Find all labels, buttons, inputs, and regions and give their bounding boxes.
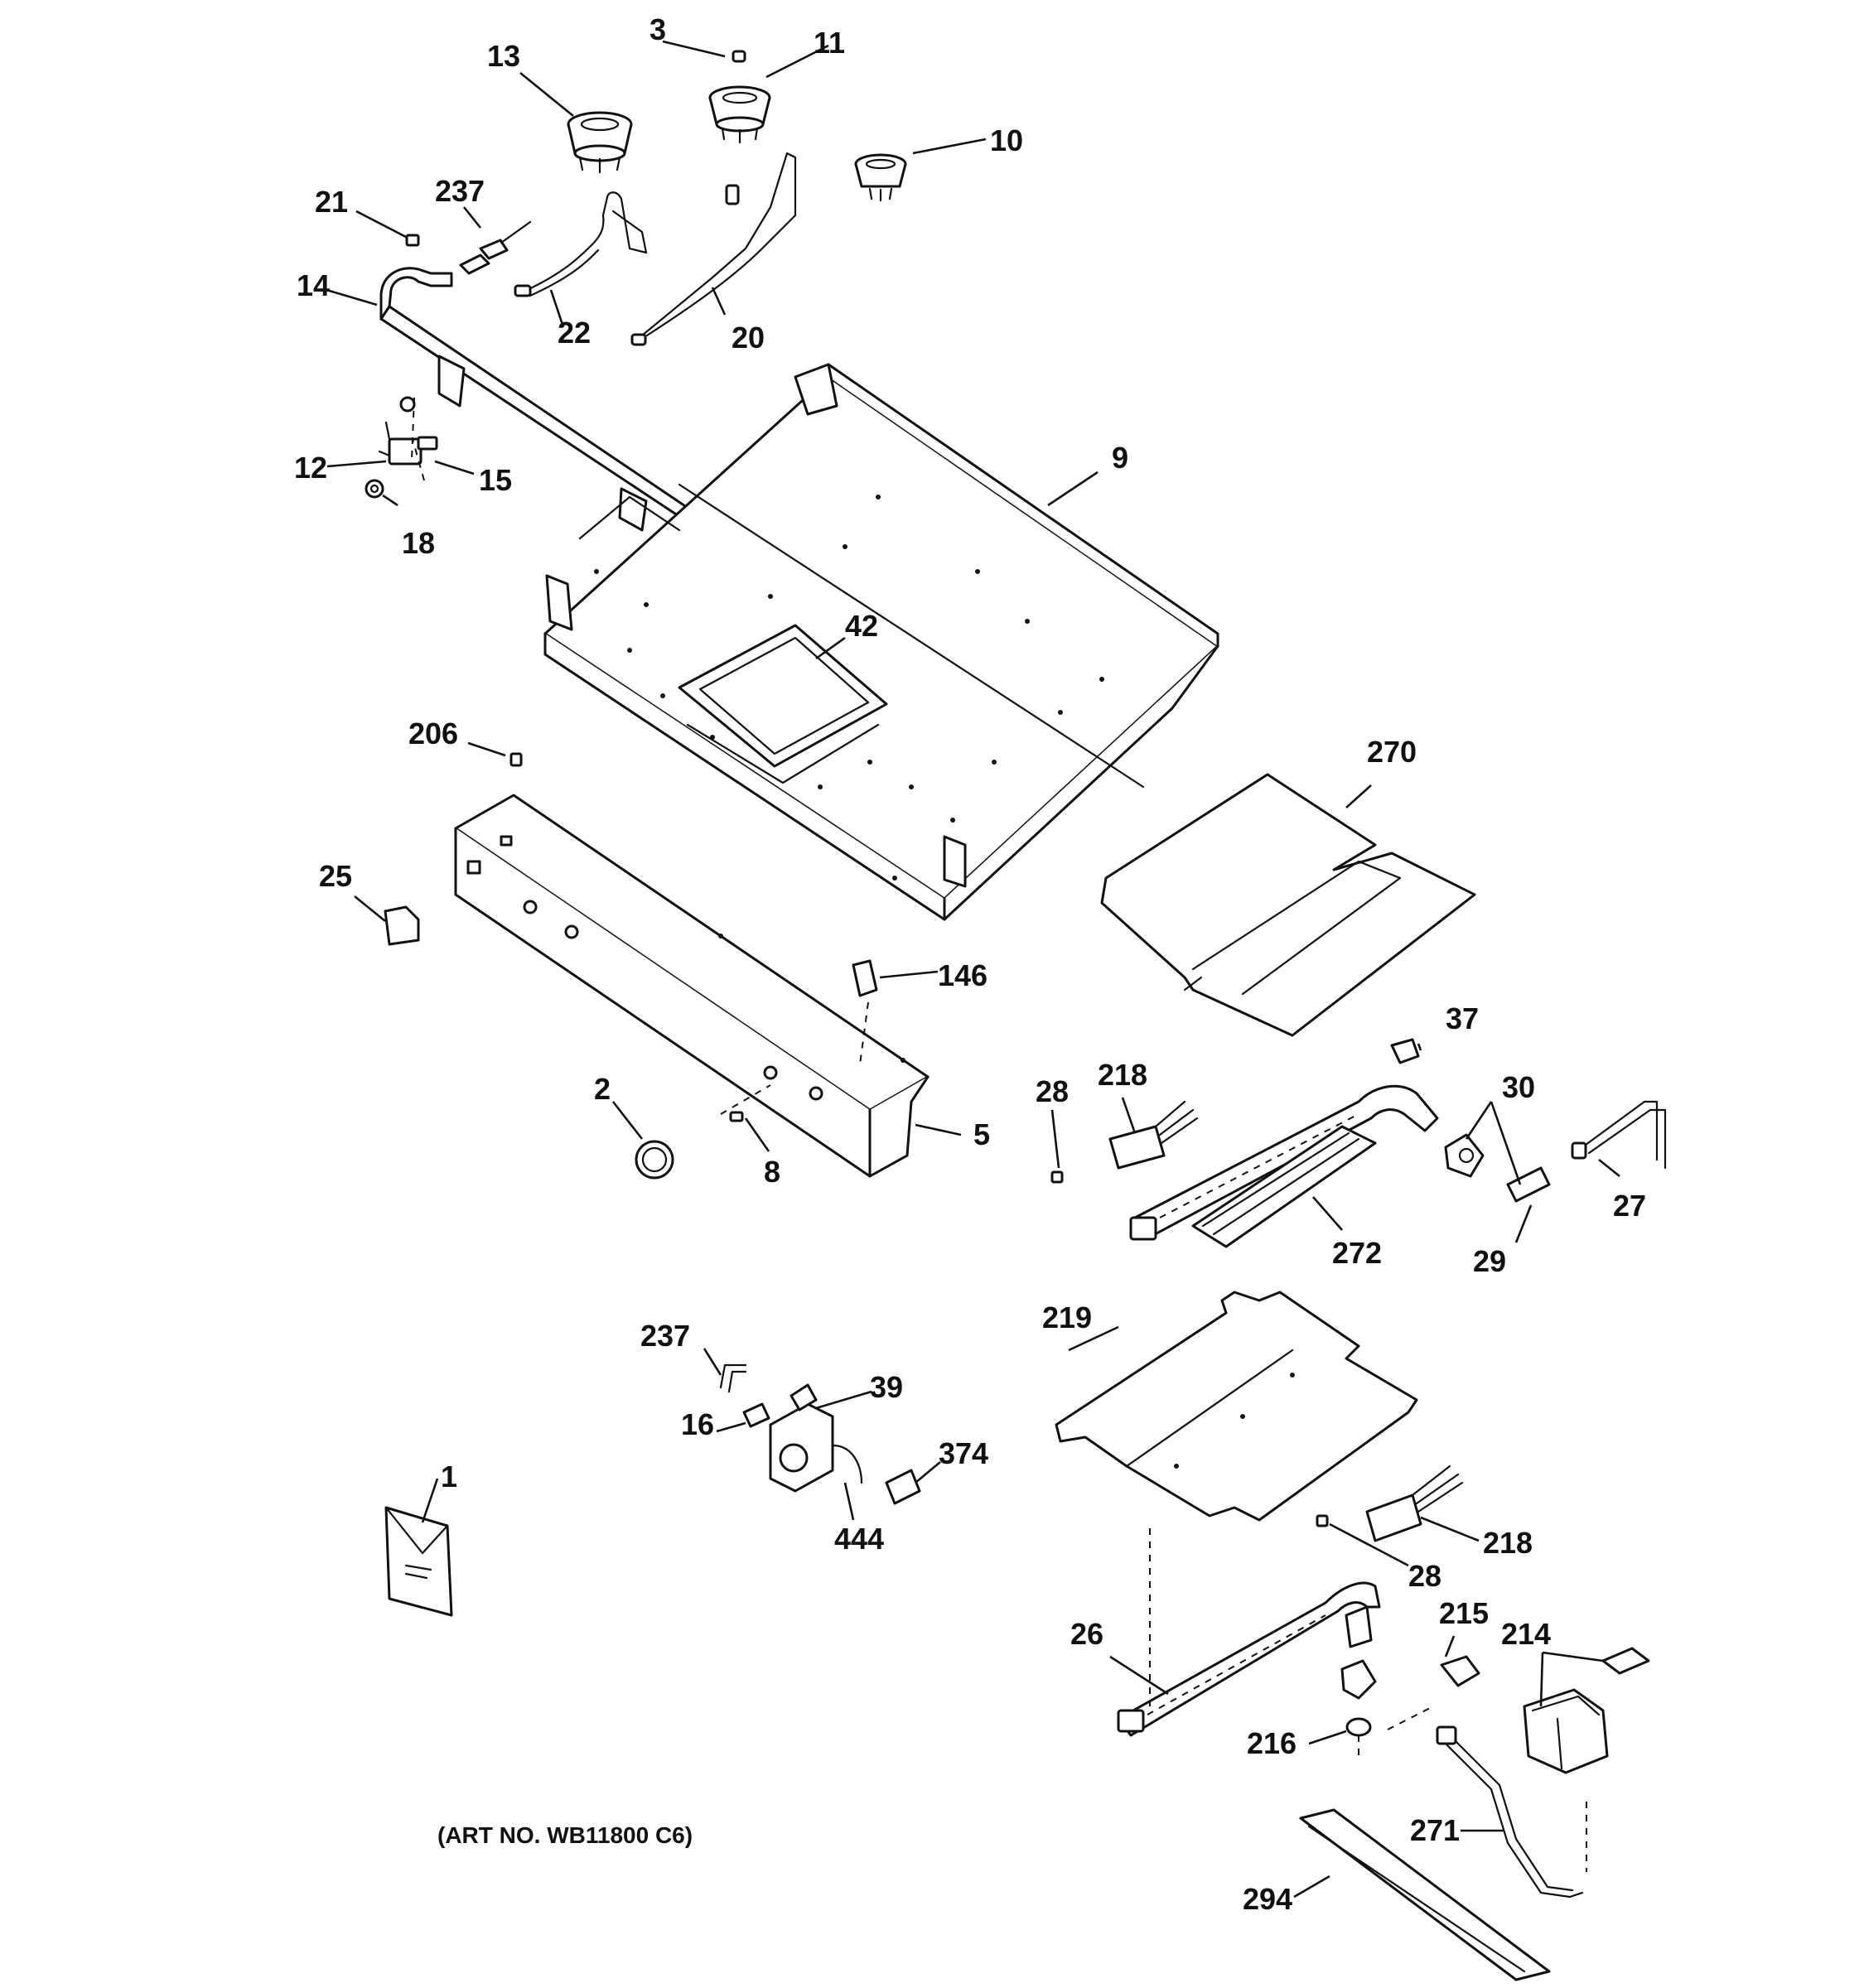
label-30: 30 (1502, 1070, 1535, 1104)
label-146: 146 (938, 958, 988, 992)
gas-tube-271 (1436, 1725, 1584, 1899)
label-270: 270 (1367, 735, 1417, 769)
orifice-29 (1506, 1166, 1551, 1203)
burner-cap-screw-3 (732, 50, 746, 63)
label-218-lower: 218 (1483, 1526, 1533, 1560)
air-shutter-215 (1340, 1655, 1480, 1700)
label-9: 9 (1112, 441, 1128, 475)
igniter-bracket-214 (1523, 1647, 1650, 1774)
label-16: 16 (681, 1407, 714, 1441)
label-444: 444 (834, 1522, 884, 1556)
gas-fitting-237-lower (719, 1363, 747, 1393)
label-22: 22 (558, 316, 591, 350)
burner-tube-22 (514, 191, 648, 297)
label-29: 29 (1473, 1244, 1506, 1278)
label-216: 216 (1247, 1726, 1297, 1760)
label-237-lower: 237 (640, 1319, 690, 1353)
burner-head-10 (854, 153, 907, 202)
clip-37 (1390, 1038, 1420, 1064)
screw-206 (509, 752, 523, 767)
orifice-holder-30 (1444, 1133, 1485, 1178)
fitting-237-top (459, 220, 532, 275)
label-21: 21 (315, 185, 348, 219)
label-12: 12 (294, 451, 327, 485)
label-272: 272 (1332, 1236, 1382, 1270)
label-5: 5 (973, 1117, 990, 1151)
label-11: 11 (814, 26, 845, 60)
label-218-top: 218 (1098, 1058, 1147, 1092)
art-number: (ART NO. WB11800 C6) (437, 1822, 693, 1848)
fitting-16 (742, 1402, 770, 1428)
label-3: 3 (650, 12, 666, 46)
tube-27 (1571, 1100, 1667, 1170)
label-39: 39 (870, 1370, 903, 1404)
burner-box-9 (543, 363, 1219, 921)
label-42: 42 (845, 609, 878, 643)
label-8: 8 (764, 1155, 780, 1189)
screw-28-top (1050, 1170, 1064, 1184)
label-10: 10 (990, 123, 1023, 157)
label-237-top: 237 (435, 174, 485, 208)
bracket-25 (384, 905, 420, 946)
nut-216 (1345, 1717, 1372, 1737)
label-294: 294 (1243, 1882, 1292, 1916)
gas-manifold-14 (379, 267, 722, 565)
label-13: 13 (487, 39, 520, 73)
label-26: 26 (1070, 1617, 1103, 1651)
broil-burner-26 (1117, 1581, 1381, 1737)
clip-146 (852, 959, 878, 997)
callout-labels: 3 11 13 10 237 21 14 22 20 12 15 18 9 42… (294, 12, 1646, 1916)
label-214: 214 (1501, 1617, 1551, 1651)
label-2: 2 (594, 1072, 611, 1106)
manifold-panel-5 (454, 794, 930, 1178)
label-37: 37 (1446, 1001, 1479, 1035)
knob-2 (635, 1140, 674, 1180)
label-28-lower: 28 (1408, 1559, 1441, 1593)
literature-packet-1 (384, 1506, 453, 1617)
heat-shield-270 (1100, 773, 1476, 1037)
label-1: 1 (441, 1460, 457, 1493)
screw-28-lower (1316, 1514, 1329, 1527)
label-14: 14 (297, 268, 330, 302)
assembly-line (411, 397, 1587, 1872)
burner-head-11 (708, 85, 771, 144)
label-28-top: 28 (1036, 1074, 1069, 1108)
label-374: 374 (939, 1436, 988, 1470)
igniter-218-top (1108, 1100, 1199, 1170)
oven-burner-tube (1129, 1084, 1439, 1241)
valve-12-15 (378, 396, 438, 466)
burner-tube-20 (630, 152, 797, 346)
label-206: 206 (408, 717, 458, 750)
burner-baffle-272 (1191, 1125, 1377, 1248)
label-27: 27 (1613, 1189, 1646, 1223)
igniter-218-lower (1365, 1464, 1464, 1542)
label-271: 271 (1410, 1813, 1460, 1847)
orifice-374 (885, 1469, 921, 1505)
burner-support-294 (1299, 1808, 1551, 1981)
pressure-regulator-39 (769, 1383, 863, 1493)
screw-21 (405, 234, 420, 247)
screw-8 (729, 1111, 744, 1122)
label-20: 20 (732, 321, 765, 355)
label-25: 25 (319, 859, 352, 893)
label-215: 215 (1439, 1596, 1489, 1630)
leader-lines (326, 40, 1620, 1899)
label-18: 18 (402, 526, 435, 560)
nut-18 (365, 479, 384, 499)
broil-baffle-219 (1055, 1291, 1418, 1522)
label-219: 219 (1042, 1300, 1092, 1334)
label-15: 15 (479, 463, 512, 497)
burner-head-13 (567, 111, 633, 174)
